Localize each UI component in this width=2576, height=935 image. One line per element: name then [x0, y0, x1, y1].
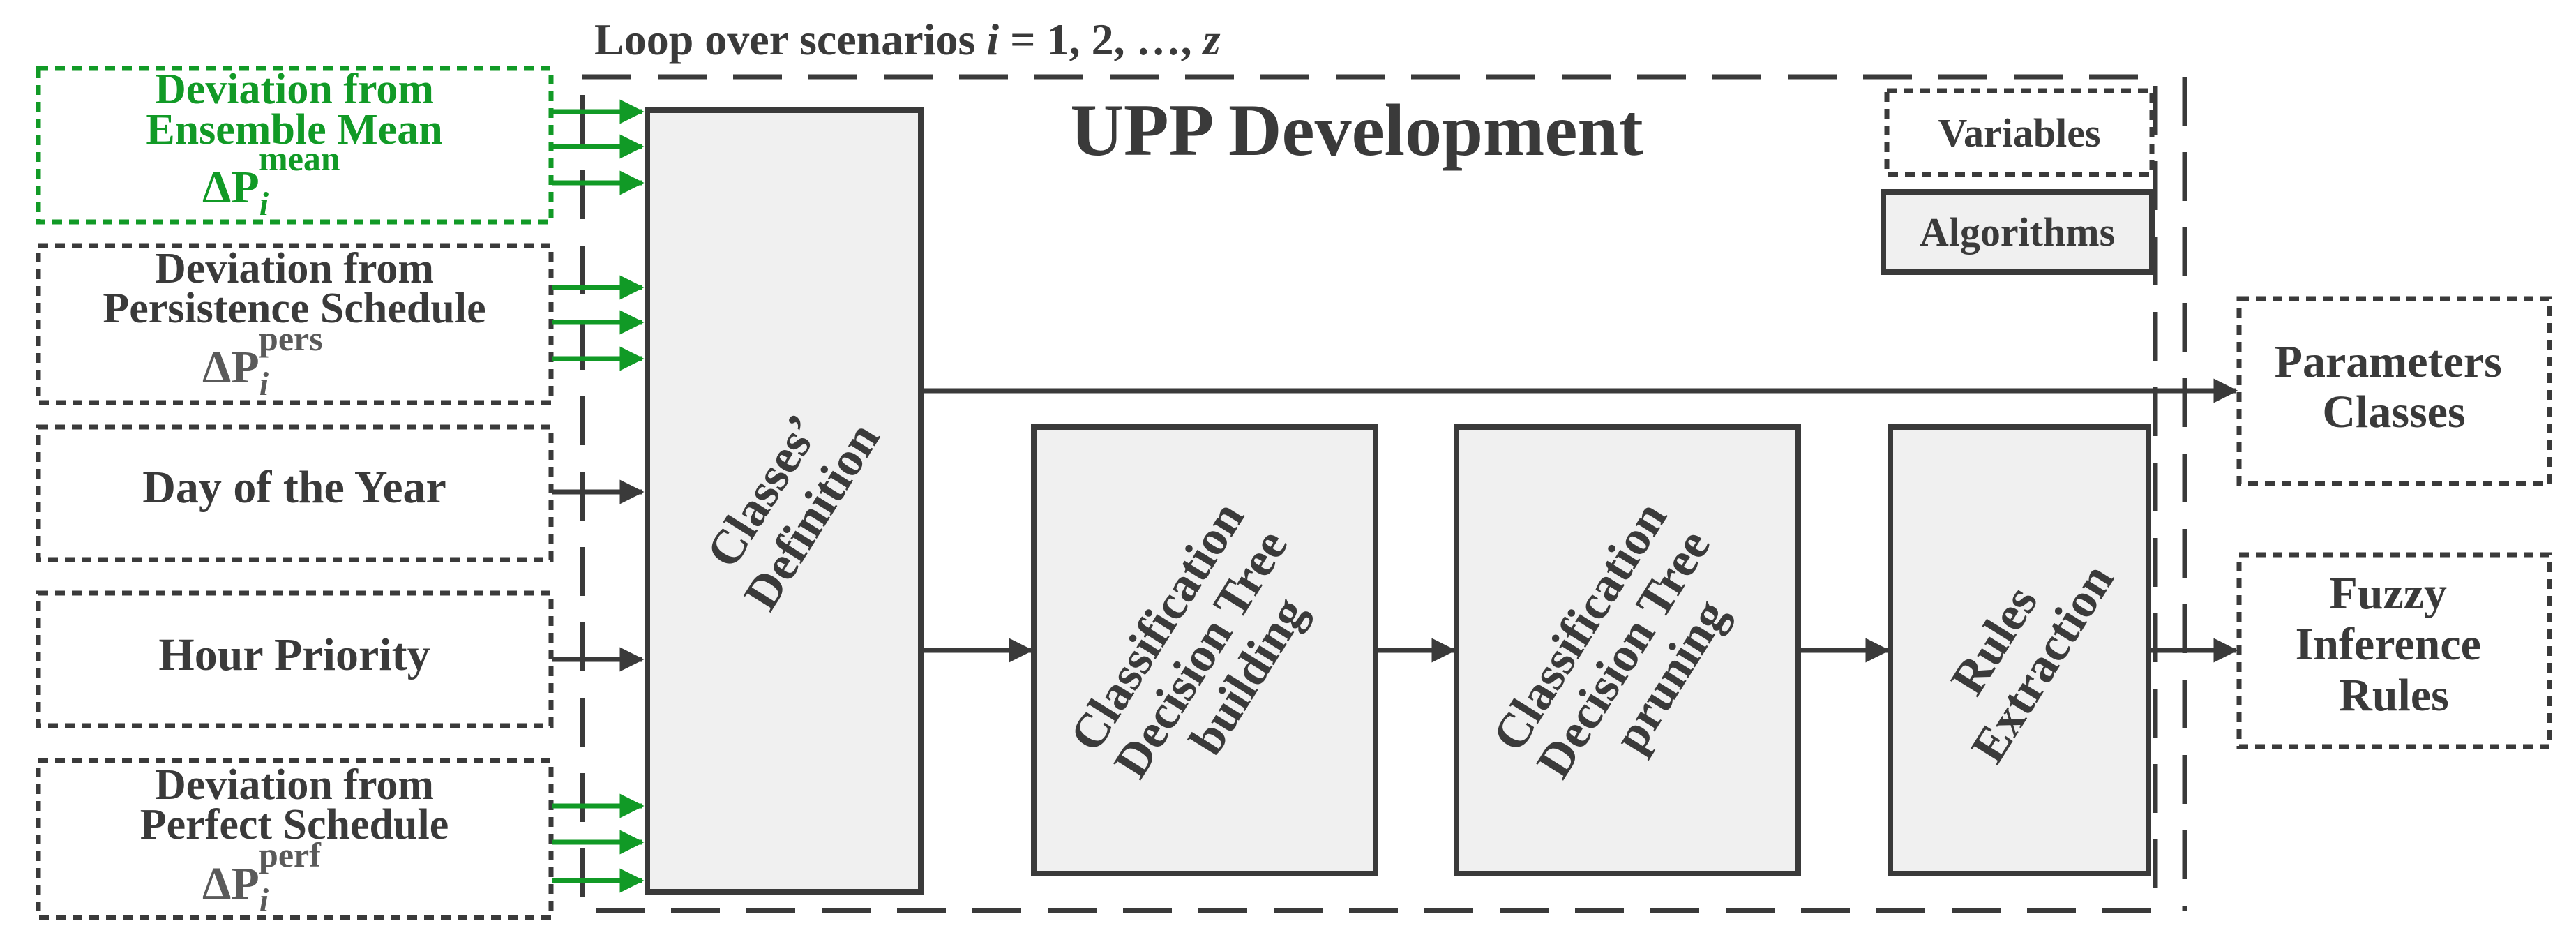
flow-arrows — [922, 378, 2238, 663]
input-ensemble-mean-box — [36, 66, 554, 225]
input-ensemble-mean-line1: Deviation from — [155, 66, 434, 113]
input-persistence-symbol: ΔPipers — [202, 319, 323, 403]
input-persistence-line2: Persistence Schedule — [103, 285, 485, 332]
output-fuzzy-box — [2236, 552, 2552, 749]
input-day-of-year-box — [36, 424, 554, 562]
output-parameters-label: Parameters Classes — [2275, 336, 2514, 437]
legend-algorithms-label: Algorithms — [1920, 209, 2115, 255]
input-perfect-schedule-symbol: ΔPiperf — [202, 835, 322, 919]
loop-label: Loop over scenarios i = 1, 2, …, z — [594, 15, 1221, 64]
tree-building-block — [1031, 424, 1378, 876]
input-persistence-box — [36, 243, 554, 405]
input-perfect-schedule-line2: Perfect Schedule — [140, 801, 449, 848]
input-ensemble-mean-line2: Ensemble Mean — [146, 106, 442, 154]
ensemble-mean-arrows — [552, 99, 645, 195]
input-hour-priority-box — [36, 590, 554, 728]
classes-definition-block — [645, 107, 924, 895]
input-perfect-schedule-line1: Deviation from — [155, 761, 434, 809]
output-parameters-box — [2236, 296, 2552, 486]
input-perfect-schedule-box — [36, 758, 554, 920]
output-fuzzy-label: Fuzzy Inference Rules — [2296, 568, 2493, 721]
input-day-of-year-label: Day of the Year — [142, 462, 446, 513]
input-hour-priority-label: Hour Priority — [158, 629, 430, 680]
input-ensemble-mean-symbol: ΔPimean — [202, 139, 340, 223]
rules-extraction-block — [1888, 424, 2151, 876]
input-persistence-line1: Deviation from — [155, 245, 434, 292]
diagram-title: UPP Development — [1070, 89, 1643, 171]
perfect-schedule-arrows — [552, 793, 645, 893]
persistence-arrows — [552, 275, 645, 371]
legend-variables-label: Variables — [1938, 110, 2100, 156]
tree-pruning-block — [1454, 424, 1801, 876]
legend-algorithms-box — [1881, 189, 2155, 275]
legend-variables-box — [1884, 88, 2155, 177]
loop-boundary — [580, 74, 2158, 913]
